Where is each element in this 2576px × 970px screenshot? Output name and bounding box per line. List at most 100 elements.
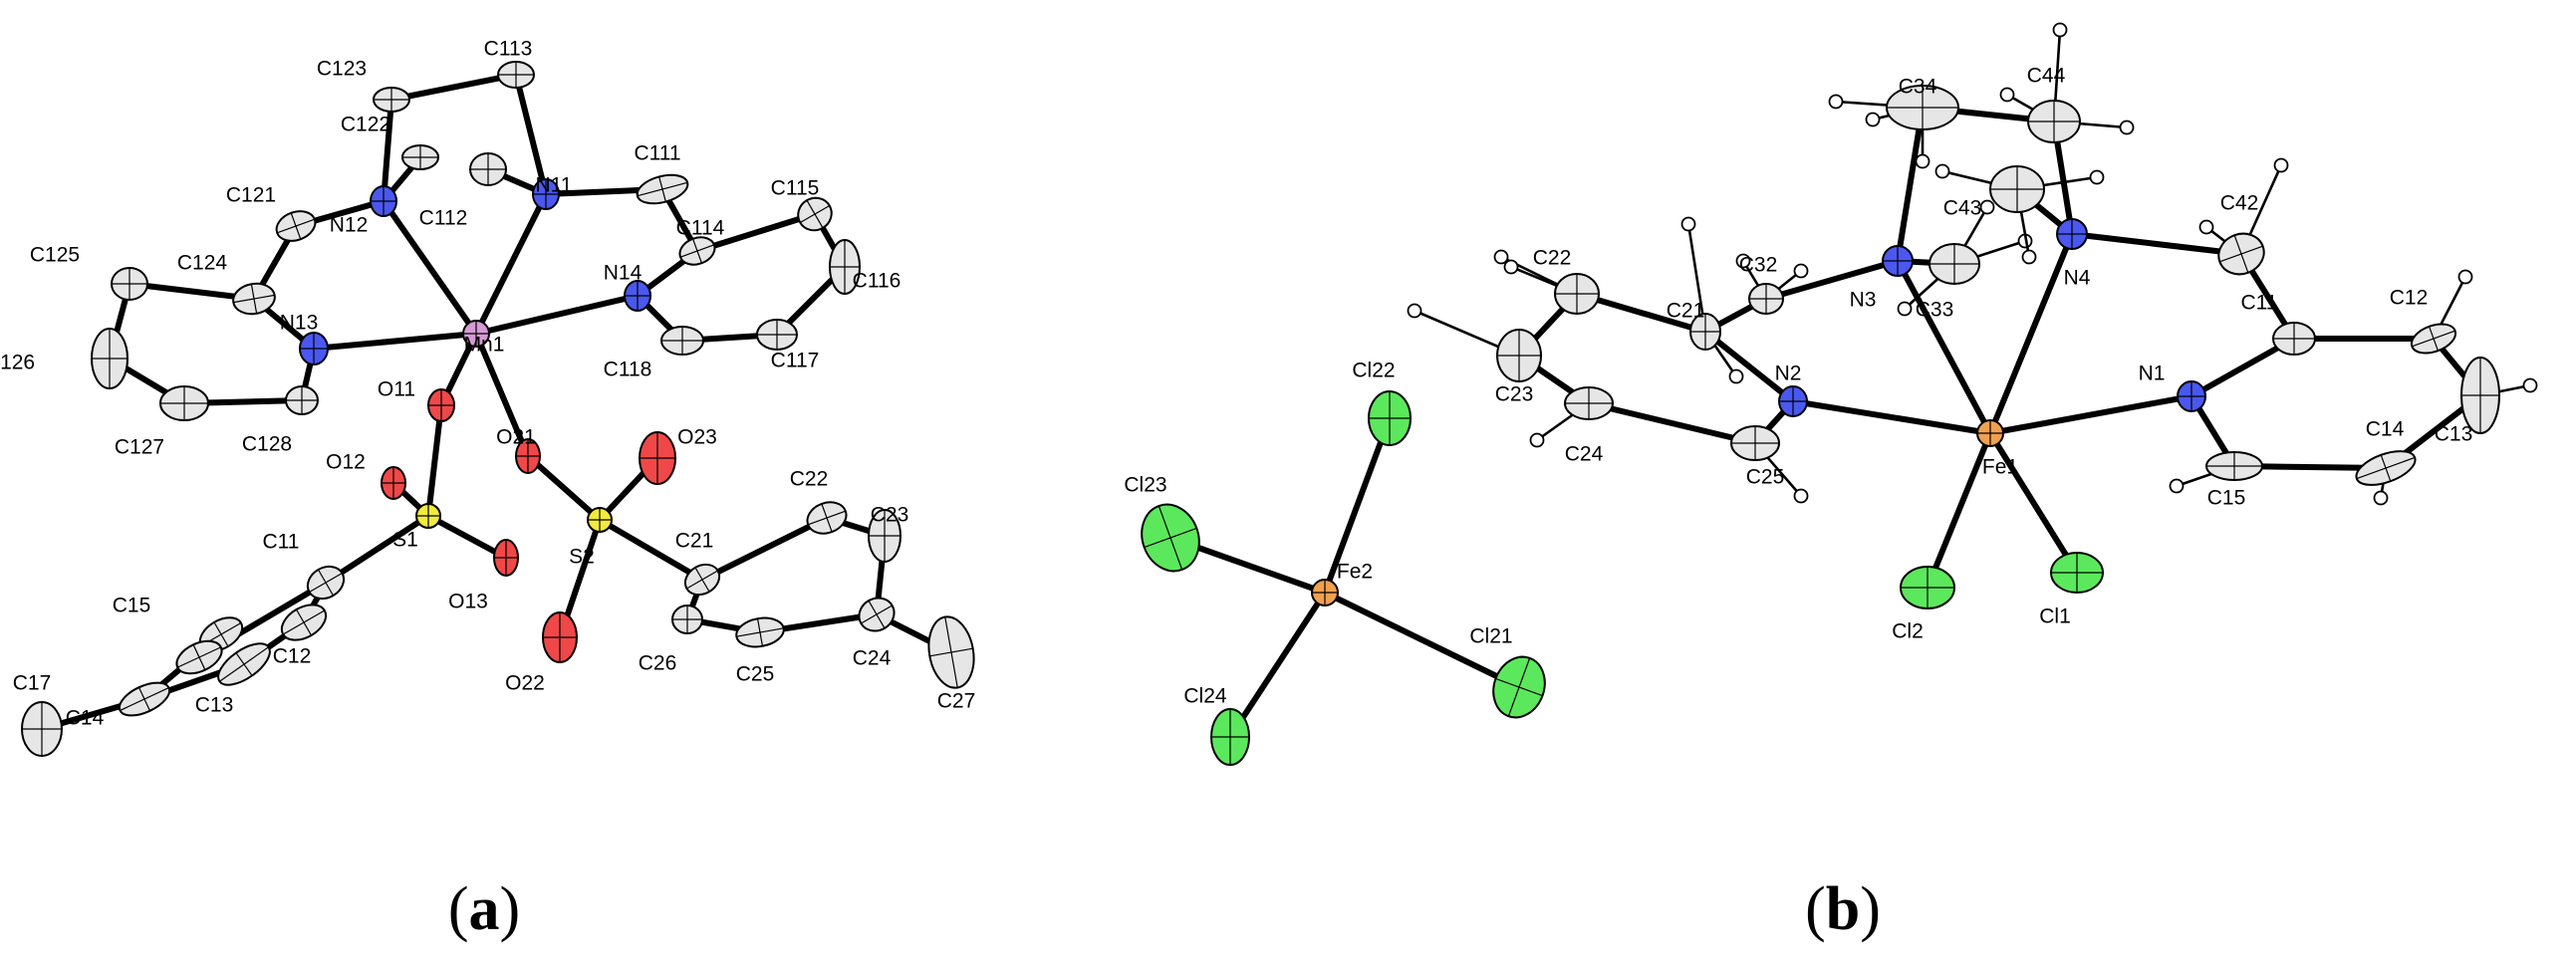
atom-c11: [2272, 322, 2316, 356]
atom-c43: [1989, 165, 2045, 213]
atom-n1: [2177, 380, 2206, 412]
atom-label-c128: C128: [242, 433, 292, 456]
atom-label-c126: C126: [0, 352, 35, 374]
panel-b-atoms: [1141, 85, 2500, 766]
atom-label-o13: O13: [448, 591, 488, 613]
atom-c14: [118, 681, 171, 717]
atom-c121: [275, 210, 317, 242]
atom-c25: [735, 616, 785, 648]
atom-label-c22: C22: [1533, 247, 1572, 270]
atom-label-c123: C123: [317, 58, 367, 81]
atom-label-c15: C15: [2207, 487, 2246, 510]
atom-label-cl21: Cl21: [1469, 625, 1512, 648]
atom-fe2: [1311, 579, 1339, 606]
hydrogen-atom-23: [2119, 120, 2135, 135]
atom-label-c43: C43: [1943, 197, 1982, 220]
atom-label-c127: C127: [115, 436, 164, 459]
hydrogen-atom-24: [1999, 87, 2015, 103]
atom-fe1: [1976, 419, 2004, 447]
panel-a-atoms: [21, 61, 975, 757]
atom-c124: [232, 282, 276, 316]
bond-mn1-o21: [473, 331, 531, 459]
bond-s1-c11: [323, 513, 431, 586]
atom-label-n12: N12: [330, 214, 369, 237]
atom-c13: [217, 642, 271, 686]
hydrogen-atom-12: [1680, 216, 1696, 232]
atom-label-c118: C118: [604, 359, 652, 381]
atom-c27: [927, 615, 975, 689]
atom-label-n1: N1: [2139, 363, 2166, 385]
atom-label-c44: C44: [2027, 65, 2066, 88]
bond-mn1-n14: [473, 293, 641, 337]
bond-o11-s1: [425, 402, 444, 519]
atom-n2: [1778, 385, 1808, 417]
atom-label-c116: C116: [853, 270, 902, 293]
atom-label-cl23: Cl23: [1124, 474, 1166, 497]
atom-label-n2: N2: [1775, 363, 1802, 385]
atom-label-c11: C11: [2241, 292, 2278, 315]
bond-s1-o13: [425, 513, 509, 561]
atom-c12: [2410, 323, 2457, 355]
atom-label-c34: C34: [1899, 76, 1937, 99]
atom-c118: [660, 326, 704, 356]
atom-label-fe2: Fe2: [1337, 561, 1373, 584]
bond-c24-c25: [1586, 400, 1758, 446]
panel-a-caption: (a): [448, 875, 520, 943]
atom-label-c121: C121: [226, 184, 276, 207]
atom-c12: [280, 604, 328, 641]
atom-c117: [756, 319, 798, 351]
bond-n11-c113: [513, 72, 549, 197]
hydrogen-atom-26: [2021, 249, 2037, 265]
atom-c125: [111, 267, 148, 301]
atom-c25: [1730, 425, 1780, 461]
atom-label-c115: C115: [771, 177, 820, 200]
atom-label-cl2: Cl2: [1892, 620, 1924, 643]
atom-c23: [1496, 329, 1542, 382]
hydrogen-atom-19: [1865, 112, 1881, 127]
atom-c15: [2205, 451, 2263, 481]
atom-label-mn1: Mn1: [464, 334, 505, 357]
bond-c114-c115: [694, 211, 818, 254]
hydrogen-atom-11: [1793, 488, 1809, 504]
atom-c123: [373, 87, 410, 113]
atom-label-c23: C23: [1495, 383, 1534, 406]
bond-fe1-cl1: [1987, 430, 2080, 576]
atom-cl2: [1900, 566, 1955, 609]
bond-fe1-n4: [1987, 231, 2075, 436]
atom-c114: [678, 236, 716, 266]
bond-fe2-cl22: [1322, 415, 1393, 596]
atom-c14: [2355, 450, 2417, 486]
atom-o13: [493, 539, 519, 577]
atom-n13: [299, 332, 329, 365]
atom-label-c24: C24: [853, 647, 892, 670]
atom-c126: [91, 328, 129, 389]
panel-b-bonds: [1167, 105, 2483, 740]
hydrogen-atom-1: [2457, 269, 2473, 285]
atom-c22: [1554, 273, 1600, 315]
atom-label-c42: C42: [2220, 192, 2259, 215]
bond-c42-n4: [2069, 231, 2244, 257]
hydrogen-atom-21: [1915, 153, 1931, 169]
atom-label-c12: C12: [273, 645, 312, 668]
atom-label-s1: S1: [392, 529, 418, 552]
atom-label-o23: O23: [677, 426, 717, 449]
hydrogen-atom-7: [1493, 249, 1509, 265]
atom-label-c11: C11: [263, 531, 300, 554]
atom-c111: [636, 173, 689, 205]
bond-fe1-n2: [1790, 398, 1993, 436]
atom-label-c24: C24: [1565, 443, 1604, 466]
atom-n12: [370, 185, 397, 217]
atom-c22: [806, 501, 848, 535]
atom-label-c14: C14: [2366, 418, 2405, 441]
atom-c128: [285, 385, 319, 415]
atom-label-fe1: Fe1: [1982, 456, 2018, 479]
atom-c24: [1564, 386, 1614, 420]
hydrogen-atom-13: [1728, 368, 1744, 384]
atom-n4: [2056, 218, 2088, 250]
atom-label-c117: C117: [771, 350, 820, 372]
bond-c113-c123: [388, 72, 519, 103]
atom-c42: [2217, 232, 2265, 276]
atom-c113: [497, 61, 535, 89]
atom-cl24: [1210, 708, 1250, 766]
